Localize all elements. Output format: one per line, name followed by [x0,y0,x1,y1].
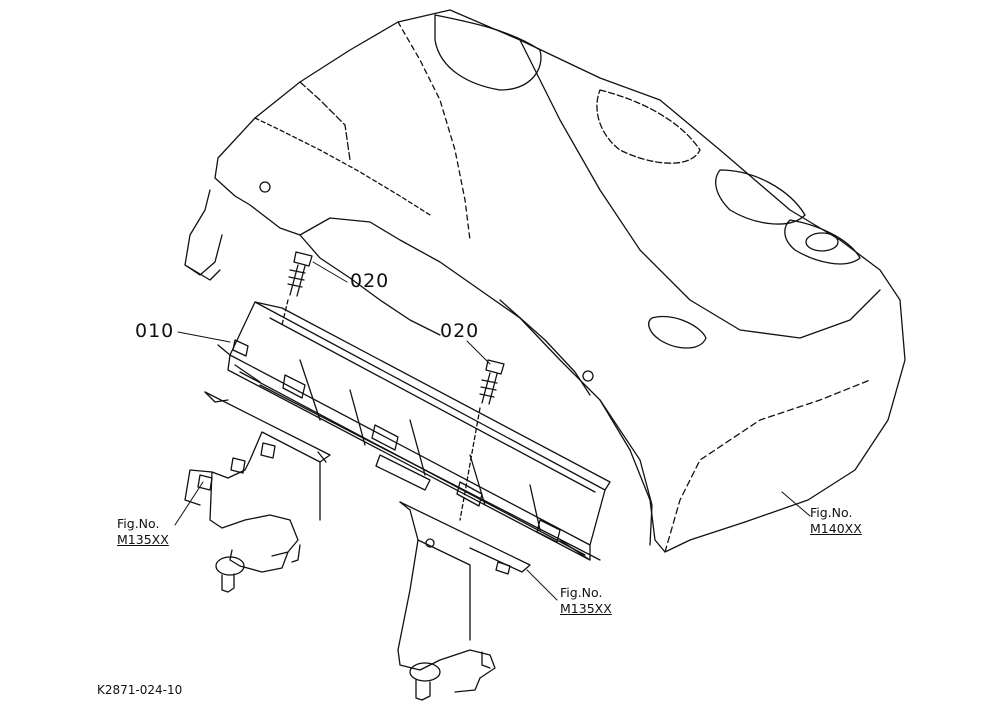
bolt-middle [459,359,505,521]
fig-ref-right-line1: Fig.No. [810,505,853,520]
fig-ref-center: Fig.No. M135XX [560,585,612,616]
callout-020-mid: 020 [440,320,480,342]
bracket-center [397,501,531,701]
leader-lines [174,261,811,601]
drawing-code: K2871-024-10 [97,683,183,697]
fig-ref-left-line2: M135XX [117,531,169,547]
fig-ref-left-line1: Fig.No. [117,516,160,531]
meter-panel [217,301,611,561]
bolt-top [281,251,313,326]
fig-ref-center-line1: Fig.No. [560,585,603,600]
callout-020-top: 020 [350,270,390,292]
fig-ref-left: Fig.No. M135XX [117,516,169,547]
fig-ref-center-line2: M135XX [560,600,612,616]
fig-ref-right-line2: M140XX [810,520,862,536]
dashboard-housing [184,9,906,553]
bracket-left [184,391,331,593]
callout-010: 010 [135,320,175,342]
fig-ref-right: Fig.No. M140XX [810,505,862,536]
